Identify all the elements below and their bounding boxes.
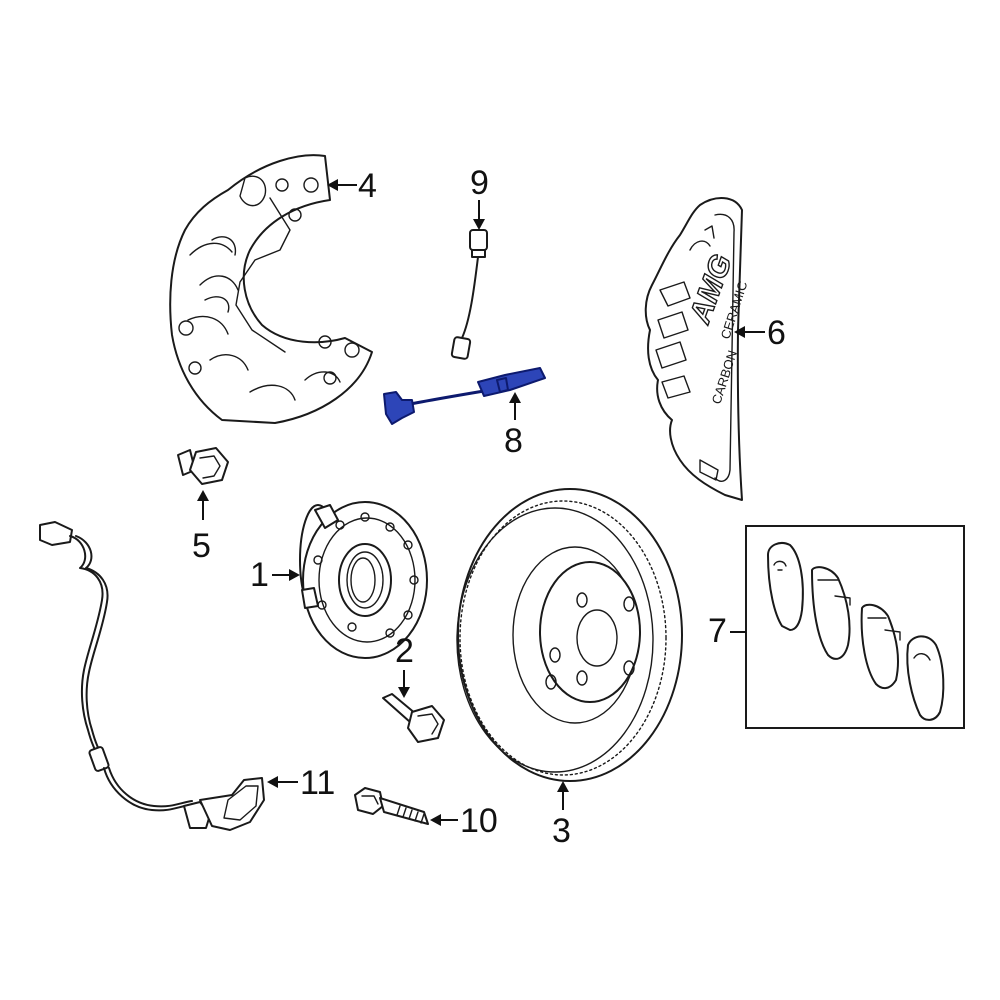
wear-sensor-highlighted-part[interactable] bbox=[383, 367, 546, 425]
hub-bolt-part[interactable] bbox=[382, 693, 445, 743]
wear-sensor-part[interactable] bbox=[450, 229, 488, 360]
callout-label-2: 2 bbox=[395, 632, 414, 670]
callout-label-8: 8 bbox=[504, 422, 523, 460]
callout-10: 10 bbox=[430, 802, 498, 840]
dust-shield-part[interactable] bbox=[169, 154, 373, 424]
abs-sensor-wire-part[interactable] bbox=[39, 521, 265, 831]
callout-label-9: 9 bbox=[470, 164, 489, 202]
callout-1: 1 bbox=[250, 556, 300, 594]
callout-label-5: 5 bbox=[192, 527, 211, 565]
callout-11: 11 bbox=[267, 764, 335, 802]
callout-7: 7 bbox=[708, 612, 746, 650]
callout-9: 9 bbox=[470, 164, 489, 230]
bolt-nut-part[interactable] bbox=[177, 447, 229, 485]
callout-8: 8 bbox=[504, 392, 523, 460]
callout-2: 2 bbox=[395, 632, 414, 698]
callout-3: 3 bbox=[552, 781, 571, 850]
brake-rotor-part[interactable] bbox=[456, 488, 683, 782]
callout-label-4: 4 bbox=[358, 167, 377, 205]
wheel-hub-part[interactable] bbox=[299, 501, 428, 659]
caliper-part[interactable]: AMG CARBON CERAMIC bbox=[644, 197, 751, 501]
callout-6: 6 bbox=[734, 314, 786, 352]
callout-label-6: 6 bbox=[767, 314, 786, 352]
brake-pads-part[interactable] bbox=[745, 525, 965, 729]
caliper-bolt-part[interactable] bbox=[354, 787, 429, 825]
callout-label-3: 3 bbox=[552, 812, 571, 850]
callout-label-7: 7 bbox=[708, 612, 727, 650]
callout-4: 4 bbox=[327, 167, 377, 205]
callout-5: 5 bbox=[192, 490, 211, 565]
callout-label-11: 11 bbox=[300, 764, 335, 802]
callout-label-10: 10 bbox=[460, 802, 498, 840]
callout-label-1: 1 bbox=[250, 556, 269, 594]
